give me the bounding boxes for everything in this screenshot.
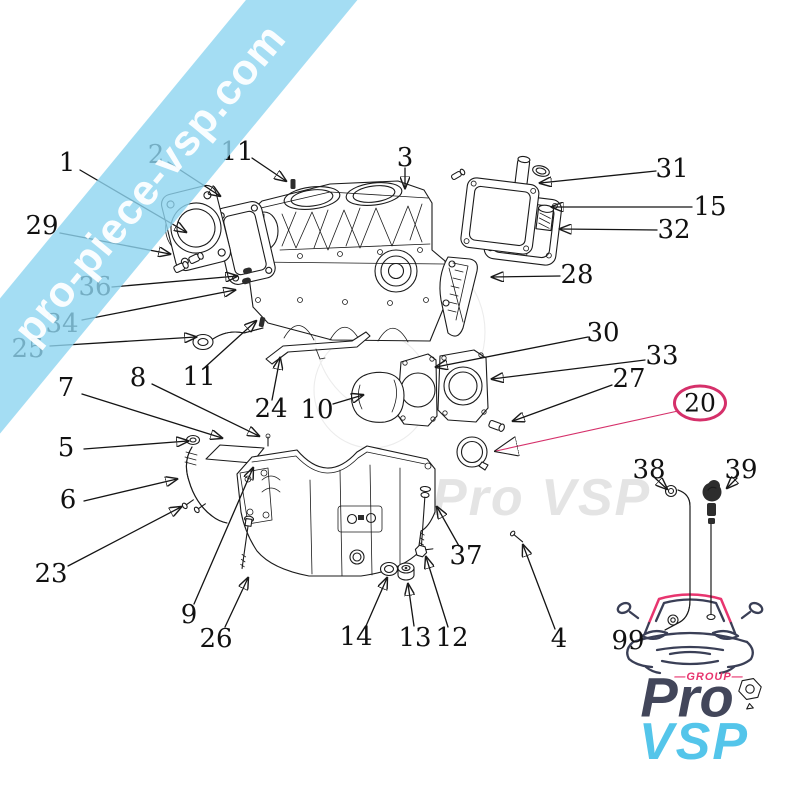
callout-11b: 11 [182,362,216,392]
part-crank-seal [456,436,489,471]
part-breather-pipe [184,434,228,524]
part-breather-cover [451,155,550,255]
callout-31: 31 [655,154,689,184]
callout-8: 8 [129,363,147,393]
callout-5: 5 [57,433,75,463]
part-cylinder-bolts [173,251,204,274]
callout-23: 23 [34,559,68,589]
callout-28: 28 [560,260,594,290]
callout-1: 1 [58,148,76,178]
callout-14: 14 [339,622,373,652]
callout-38: 38 [632,455,666,485]
logo-pro-text: Pro [640,665,734,729]
part-small-plugs [242,267,252,285]
part-rear-plate [437,349,489,423]
part-windage-tray [205,433,271,464]
callout-30: 30 [586,318,620,348]
part-oil-pan [236,445,436,577]
logo-hex-icon [738,677,762,710]
callout-27: 27 [612,364,646,394]
callout-37: 37 [449,541,483,571]
callout-33: 33 [645,341,679,371]
watermark-text: Pro VSP [432,469,652,527]
part-flange-screws [181,499,206,514]
logo-vsp-text: VSP [638,713,750,771]
logo-group-label: —GROUP— [674,671,744,683]
callout-99: 99 [611,626,645,656]
callout-26: 26 [199,624,233,654]
part-dowel-pin [509,530,524,543]
part-rear-gasket [396,353,438,427]
part-hex-bolt [414,544,434,558]
highlight-arrow [496,410,679,451]
part-engine-block [246,180,447,343]
callout-6: 6 [59,485,77,515]
callout-15: 15 [693,192,727,222]
callout-12: 12 [435,623,469,653]
callout-7: 7 [57,373,75,403]
callout-24: 24 [254,394,288,424]
part-plate-bolt [488,419,505,432]
part-oil-filter [351,371,405,423]
part-pan-bolt-right [419,485,431,546]
callout-3: 3 [396,143,414,173]
part-dipstick-tube [664,484,691,631]
part-drain-washer [379,561,399,577]
callout-9: 9 [180,600,198,630]
callout-20-highlighted: 20 [673,384,727,422]
callout-32: 32 [657,215,691,245]
part-pan-bolt-left [240,515,255,570]
callout-13: 13 [398,623,432,653]
part-dipstick [702,480,722,621]
part-small-bolts [258,179,296,328]
part-drain-plug [397,562,415,581]
callout-39: 39 [724,455,758,485]
part-chain-guide [439,256,478,337]
callout-10: 10 [300,395,334,425]
part-oil-pickup [192,327,264,351]
callout-4: 4 [550,624,568,654]
